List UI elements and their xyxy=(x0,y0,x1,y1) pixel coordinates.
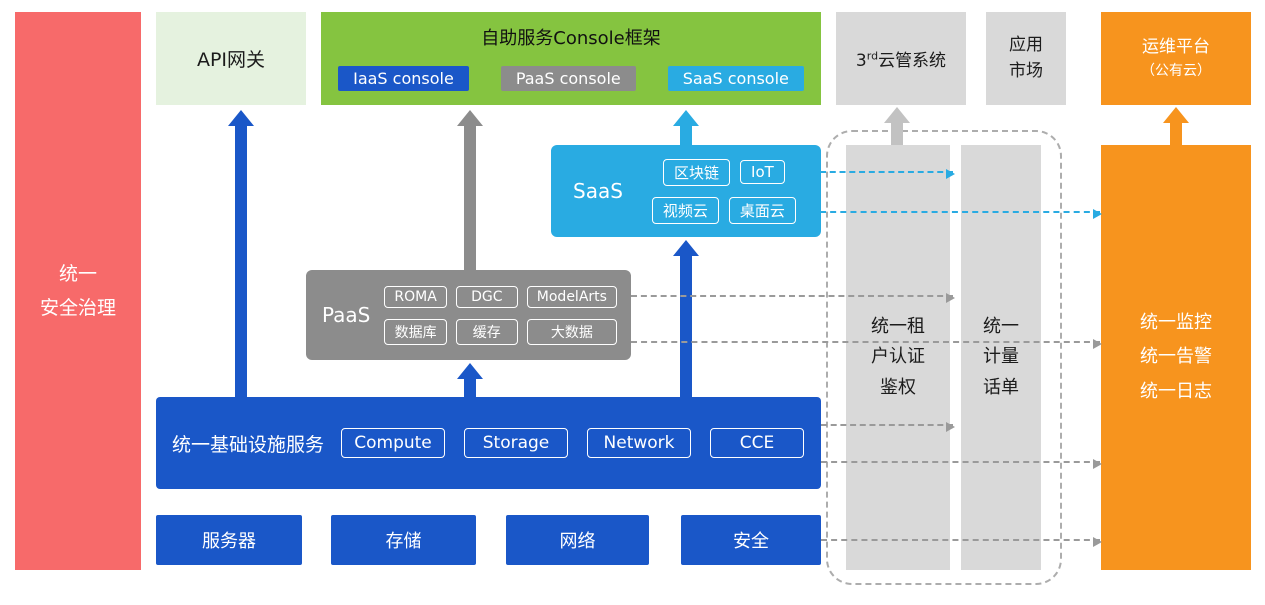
bottom-box-network-label: 网络 xyxy=(559,531,596,552)
bottom-box-security-label: 安全 xyxy=(733,531,769,552)
saas-chip-desktop-cloud: 桌面云 xyxy=(728,196,796,224)
infra-chip-network: Network xyxy=(587,428,692,458)
third-party-cloud-mgmt-box: 3rd云管系统 xyxy=(836,12,966,105)
connector-saas-to-auth xyxy=(820,169,955,179)
paas-console-chip: PaaS console xyxy=(500,66,636,91)
console-chip-row: IaaS console PaaS console SaaS console xyxy=(338,66,804,91)
monitor-bar-line1: 统一监控 xyxy=(1140,312,1212,334)
paas-label: PaaS xyxy=(322,303,371,327)
infra-chip-cce: CCE xyxy=(710,428,805,458)
third-party-rest: 云管系统 xyxy=(878,51,947,71)
bottom-box-network: 网络 xyxy=(506,515,649,565)
paas-chip-database: 数据库 xyxy=(384,318,447,345)
security-bar-line1: 统一 xyxy=(58,262,97,285)
arrow-infra-to-saas xyxy=(673,240,699,397)
metering-billing-bar: 统一 计量 话单 xyxy=(961,145,1041,570)
monitor-alarm-log-bar: 统一监控 统一告警 统一日志 xyxy=(1101,145,1251,570)
arrow-monitor-to-ops-platform xyxy=(1163,107,1189,145)
console-frame-title: 自助服务Console框架 xyxy=(481,28,661,49)
third-party-num: 3 xyxy=(855,51,867,71)
connector-paas-to-auth xyxy=(631,293,955,303)
third-party-label: 3rd云管系统 xyxy=(856,46,946,71)
monitor-bar-line2: 统一告警 xyxy=(1140,346,1212,368)
tenant-auth-bar: 统一租 户认证 鉴权 xyxy=(846,145,950,570)
app-market-box: 应用 市场 xyxy=(986,12,1066,105)
infra-chip-storage: Storage xyxy=(464,428,569,458)
console-frame-box: 自助服务Console框架 IaaS console PaaS console … xyxy=(321,12,821,105)
paas-chip-dgc: DGC xyxy=(455,285,518,308)
ops-platform-box: 运维平台 （公有云） xyxy=(1101,12,1251,105)
connector-saas-to-monitor xyxy=(820,209,1102,219)
api-gateway-label: API网关 xyxy=(196,49,266,71)
infrastructure-chip-row: Compute Storage Network CCE xyxy=(341,428,805,458)
security-bar-line2: 安全治理 xyxy=(39,297,116,319)
monitor-bar-line3: 统一日志 xyxy=(1140,380,1212,402)
metering-bar-line2: 计量 xyxy=(983,346,1019,368)
connector-infra-to-auth xyxy=(821,422,955,432)
api-gateway-box: API网关 xyxy=(156,12,306,105)
auth-bar-line3: 鉴权 xyxy=(880,376,916,398)
auth-bar-line1: 统一租 xyxy=(871,315,925,337)
ops-platform-line1: 运维平台 xyxy=(1142,37,1210,58)
app-market-line2: 市场 xyxy=(1009,60,1043,81)
paas-chip-bigdata: 大数据 xyxy=(526,318,617,345)
paas-chip-cache: 缓存 xyxy=(455,318,518,345)
saas-box: SaaS 区块链 IoT 视频云 桌面云 xyxy=(551,145,821,237)
auth-bar-line2: 户认证 xyxy=(871,346,925,368)
arrow-auth-to-third-party xyxy=(884,107,910,145)
connector-security-box-to-monitor xyxy=(821,537,1102,547)
metering-bar-line1: 统一 xyxy=(983,315,1019,337)
infra-chip-compute: Compute xyxy=(341,428,446,458)
infrastructure-label: 统一基础设施服务 xyxy=(172,433,325,456)
saas-label: SaaS xyxy=(573,179,623,203)
iaas-console-chip: IaaS console xyxy=(338,66,469,91)
bottom-box-storage: 存储 xyxy=(331,515,476,565)
saas-chip-video-cloud: 视频云 xyxy=(651,196,719,224)
saas-chip-blockchain: 区块链 xyxy=(663,158,731,186)
bottom-box-server: 服务器 xyxy=(156,515,302,565)
arrow-paas-to-console xyxy=(457,110,483,270)
ops-platform-line2: （公有云） xyxy=(1141,62,1211,79)
arrow-infra-to-paas xyxy=(457,363,483,397)
paas-box: PaaS ROMA DGC ModelArts 数据库 缓存 大数据 xyxy=(306,270,631,360)
saas-service-grid: 区块链 IoT 视频云 桌面云 xyxy=(643,158,805,224)
connector-paas-to-monitor xyxy=(631,339,1102,349)
saas-chip-iot: IoT xyxy=(740,160,785,184)
metering-bar-line3: 话单 xyxy=(983,376,1019,398)
bottom-box-security: 安全 xyxy=(681,515,821,565)
infrastructure-box: 统一基础设施服务 Compute Storage Network CCE xyxy=(156,397,821,489)
bottom-box-server-label: 服务器 xyxy=(202,531,256,552)
bottom-box-storage-label: 存储 xyxy=(385,531,422,552)
dashed-auth-metering-container xyxy=(826,130,1062,585)
third-party-sup: rd xyxy=(866,49,879,63)
security-governance-bar: 统一 安全治理 xyxy=(15,12,141,570)
connector-infra-to-monitor xyxy=(821,459,1102,469)
app-market-line1: 应用 xyxy=(1009,35,1043,55)
arrow-infra-to-api-gateway xyxy=(228,110,254,397)
paas-chip-modelarts: ModelArts xyxy=(526,285,617,308)
paas-service-grid: ROMA DGC ModelArts 数据库 缓存 大数据 xyxy=(384,285,617,345)
paas-chip-roma: ROMA xyxy=(384,285,447,308)
arrow-saas-to-console xyxy=(673,110,699,145)
saas-console-chip: SaaS console xyxy=(667,66,804,91)
